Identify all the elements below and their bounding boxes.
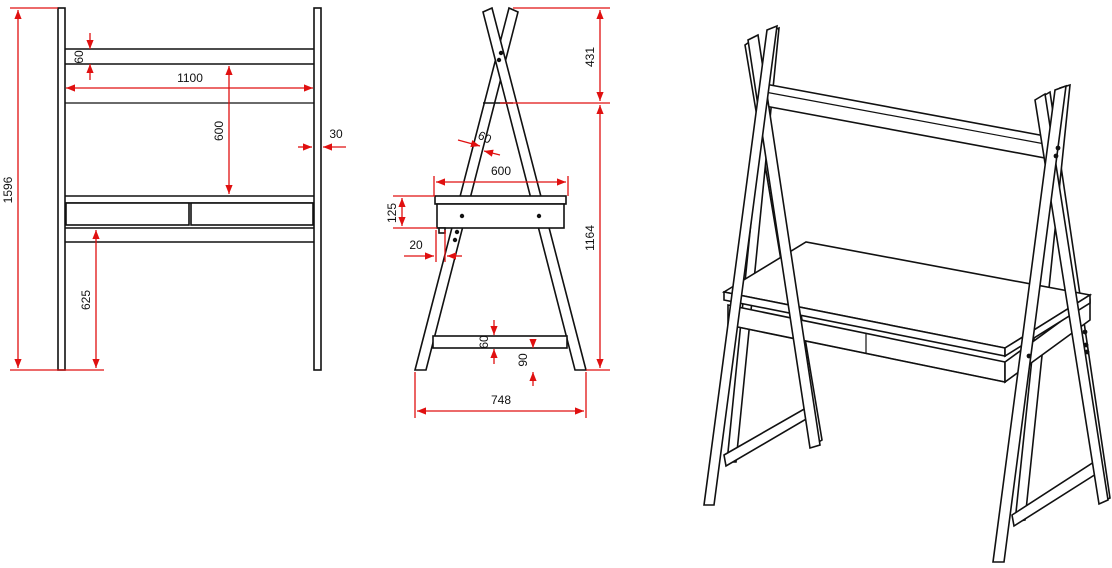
dim-lower-height: 1164 <box>583 225 597 251</box>
dim-drawer-height: 125 <box>385 203 399 223</box>
side-leg-a <box>413 6 519 371</box>
iso-leg-front-left-b <box>703 24 778 506</box>
iso-leg-front-right-b <box>992 84 1067 563</box>
dim-bar-thickness: 60 <box>477 335 491 349</box>
side-drawer <box>436 203 565 229</box>
side-view <box>413 6 588 371</box>
side-leg-b <box>482 6 588 371</box>
front-left-leg <box>57 7 66 371</box>
dim-total-height: 1596 <box>1 176 15 203</box>
dim-top-height: 431 <box>583 47 597 67</box>
front-drawer-left <box>65 202 190 226</box>
dim-drawer-offset: 20 <box>409 238 423 252</box>
dim-leg-thickness: 30 <box>329 127 343 141</box>
front-right-leg <box>313 7 322 371</box>
iso-leg-front-right-a <box>1034 92 1109 506</box>
side-handle <box>438 227 446 234</box>
side-dimensions <box>393 7 610 418</box>
front-dimensions <box>10 7 346 371</box>
iso-top-shelf <box>764 83 1046 159</box>
front-view <box>57 7 322 371</box>
dim-upper-height: 600 <box>212 121 226 141</box>
iso-leg-front-left-a <box>747 33 821 450</box>
dim-inner-width: 1100 <box>177 71 203 85</box>
dim-bar-height: 90 <box>516 353 530 367</box>
dim-base-depth: 748 <box>491 393 511 407</box>
side-bottom-bar <box>432 335 568 349</box>
front-drawer-right <box>190 202 314 226</box>
dim-shelf-thickness: 60 <box>72 50 86 64</box>
side-desk-top <box>434 195 567 205</box>
dim-leg-depth: 60 <box>476 128 494 146</box>
dim-desk-depth: 600 <box>491 164 511 178</box>
dim-desk-height: 625 <box>79 290 93 310</box>
isometric-view <box>703 24 1111 563</box>
